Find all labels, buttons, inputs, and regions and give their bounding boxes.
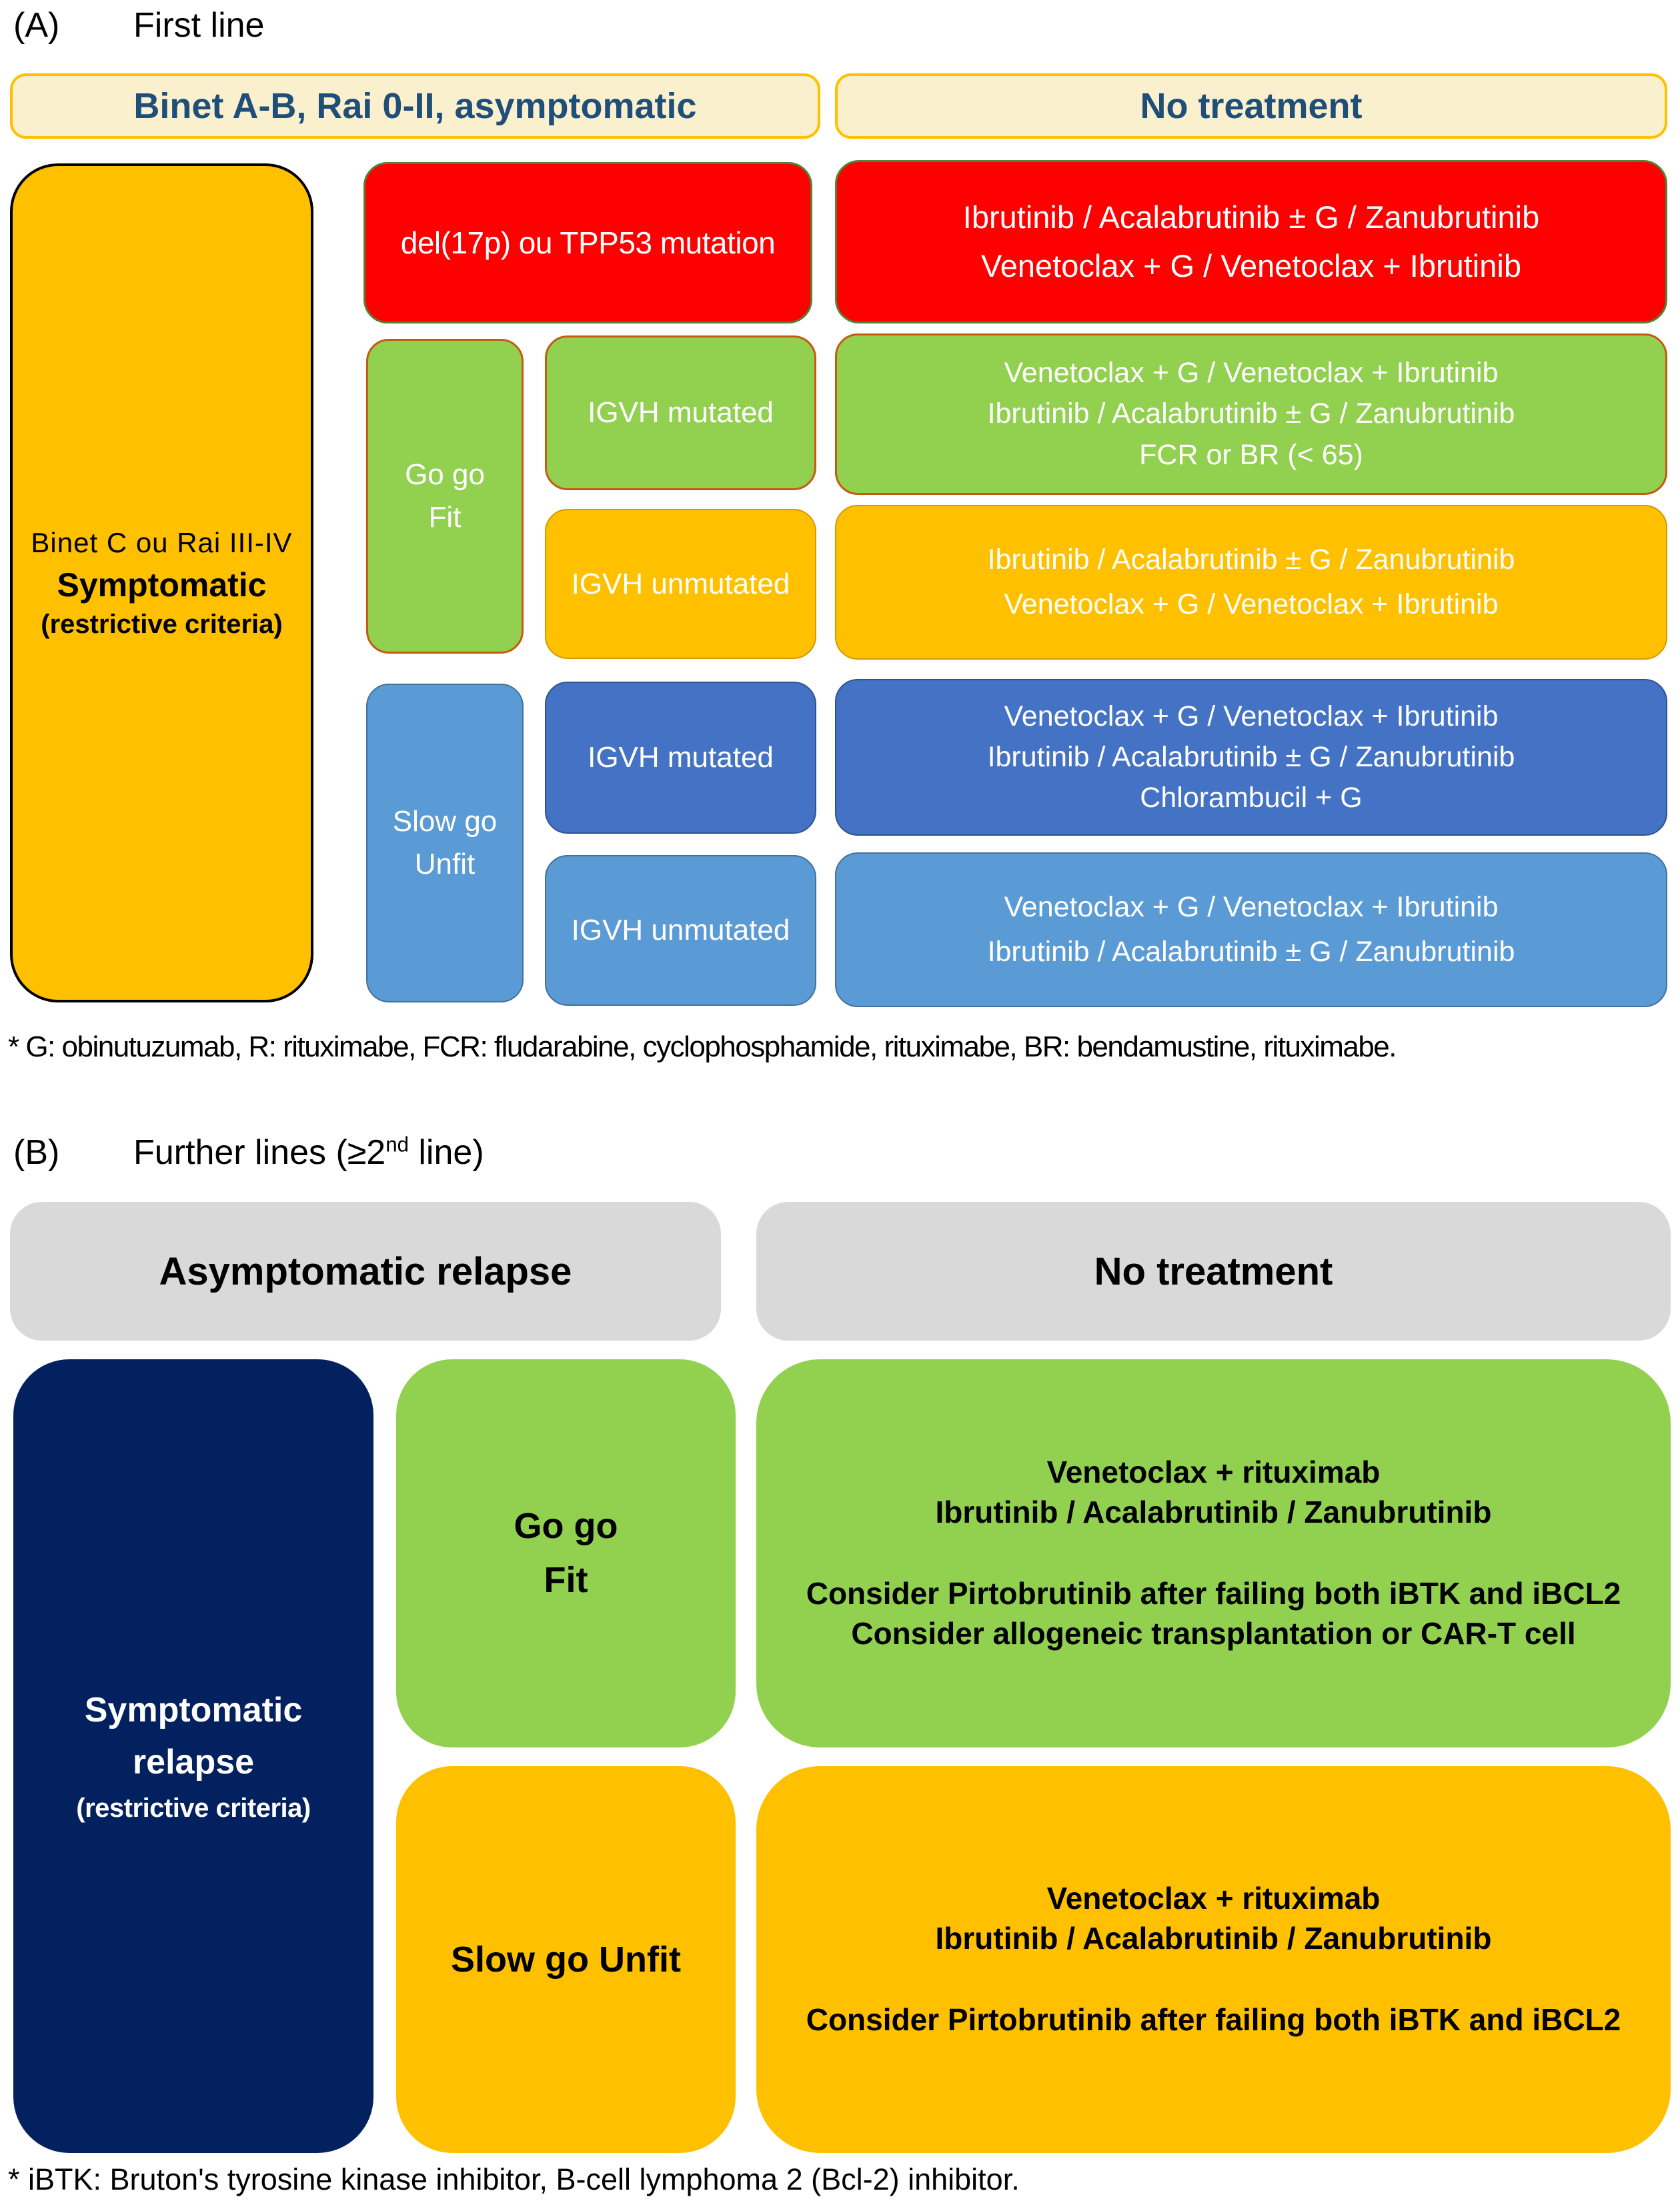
treatment-fit-mutated-line3: FCR or BR (< 65): [1139, 438, 1363, 471]
condition-fit-igvh-unmutated-text: IGVH unmutated: [571, 567, 790, 600]
treatment-relapse-fit: Venetoclax + rituximab Ibrutinib / Acala…: [756, 1359, 1671, 1747]
header-no-treatment-a-text: No treatment: [1140, 86, 1363, 126]
treatment-del17p-tp53: Ibrutinib / Acalabrutinib ± G / Zanubrut…: [835, 160, 1667, 323]
condition-fit-igvh-mutated: IGVH mutated: [545, 335, 816, 490]
header-binet-ab-text: Binet A-B, Rai 0-II, asymptomatic: [133, 86, 697, 126]
treatment-fit-igvh-unmutated: Ibrutinib / Acalabrutinib ± G / Zanubrut…: [835, 505, 1667, 660]
panel-b-title-suffix: line): [408, 1133, 484, 1172]
panel-a-title: First line: [133, 6, 265, 45]
stage-relapse-line2: relapse: [132, 1743, 255, 1781]
fitness-go-go-fit-a: Go go Fit: [366, 339, 524, 654]
treatment-unfit-unmutated-line1: Venetoclax + G / Venetoclax + Ibrutinib: [1004, 891, 1499, 924]
treatment-fit-mutated-line2: Ibrutinib / Acalabrutinib ± G / Zanubrut…: [987, 398, 1515, 430]
treatment-relapse-fit-line2: Ibrutinib / Acalabrutinib / Zanubrutinib: [935, 1495, 1492, 1530]
fitness-slow-go-unfit-a: Slow go Unfit: [366, 684, 524, 1002]
treatment-unfit-igvh-unmutated: Venetoclax + G / Venetoclax + Ibrutinib …: [835, 852, 1667, 1007]
condition-unfit-igvh-mutated-text: IGVH mutated: [588, 741, 774, 774]
fitness-go-go-b-line1: Go go: [514, 1506, 618, 1546]
condition-unfit-igvh-unmutated: IGVH unmutated: [545, 855, 816, 1006]
stage-box-binet-c: Binet C ou Rai III-IV Symptomatic (restr…: [10, 163, 313, 1002]
stage-relapse-line3: (restrictive criteria): [76, 1793, 311, 1823]
fitness-slow-go-unfit-b: Slow go Unfit: [396, 1766, 736, 2153]
fitness-slow-go-unfit-b-text: Slow go Unfit: [451, 1940, 681, 1980]
panel-b-title-superscript: nd: [385, 1133, 409, 1157]
panel-b-title-prefix: Further lines (≥2: [133, 1133, 386, 1172]
condition-del17p-tp53-text: del(17p) ou TPP53 mutation: [400, 225, 776, 260]
stage-binet-c-line2: Symptomatic: [57, 566, 267, 604]
treatment-relapse-unfit-line3: Consider Pirtobrutinib after failing bot…: [806, 2002, 1621, 2037]
condition-fit-igvh-mutated-text: IGVH mutated: [588, 396, 774, 429]
header-binet-ab-asymptomatic: Binet A-B, Rai 0-II, asymptomatic: [10, 73, 820, 139]
header-asymptomatic-relapse-text: Asymptomatic relapse: [159, 1249, 572, 1293]
treatment-del17p-line1: Ibrutinib / Acalabrutinib ± G / Zanubrut…: [962, 199, 1540, 235]
treatment-fit-unmutated-line1: Ibrutinib / Acalabrutinib ± G / Zanubrut…: [987, 544, 1515, 576]
header-no-treatment-b: No treatment: [756, 1202, 1671, 1341]
fitness-slow-go-line1: Slow go: [392, 805, 498, 838]
header-no-treatment-a: No treatment: [835, 73, 1667, 139]
treatment-relapse-fit-line3: Consider Pirtobrutinib after failing bot…: [806, 1576, 1621, 1611]
treatment-unfit-mutated-line1: Venetoclax + G / Venetoclax + Ibrutinib: [1004, 700, 1499, 732]
panel-b-label: (B): [13, 1133, 60, 1172]
treatment-fit-igvh-mutated: Venetoclax + G / Venetoclax + Ibrutinib …: [835, 333, 1667, 495]
treatment-unfit-mutated-line3: Chlorambucil + G: [1140, 782, 1363, 814]
condition-unfit-igvh-unmutated-text: IGVH unmutated: [571, 914, 790, 946]
footnote-panel-a: * G: obinutuzumab, R: rituximabe, FCR: f…: [8, 1030, 1397, 1063]
condition-del17p-tp53: del(17p) ou TPP53 mutation: [363, 162, 812, 323]
stage-binet-c-line3: (restrictive criteria): [41, 609, 283, 639]
treatment-relapse-unfit-line1: Venetoclax + rituximab: [1046, 1881, 1381, 1916]
treatment-unfit-mutated-line2: Ibrutinib / Acalabrutinib ± G / Zanubrut…: [987, 740, 1515, 773]
treatment-relapse-fit-line4: Consider allogeneic transplantation or C…: [851, 1615, 1576, 1651]
fitness-go-go-line2: Fit: [428, 501, 462, 534]
treatment-relapse-fit-line1: Venetoclax + rituximab: [1046, 1455, 1381, 1490]
panel-b-title: Further lines (≥2nd line): [133, 1133, 484, 1173]
stage-relapse-line1: Symptomatic: [84, 1691, 303, 1729]
fitness-slow-go-line2: Unfit: [414, 848, 476, 880]
treatment-relapse-unfit: Venetoclax + rituximab Ibrutinib / Acala…: [756, 1766, 1671, 2153]
condition-fit-igvh-unmutated: IGVH unmutated: [545, 509, 816, 659]
fitness-go-go-b-line2: Fit: [544, 1560, 588, 1600]
treatment-fit-unmutated-line2: Venetoclax + G / Venetoclax + Ibrutinib: [1004, 588, 1499, 620]
fitness-go-go-fit-b: Go go Fit: [396, 1359, 736, 1747]
footnote-panel-b: * iBTK: Bruton's tyrosine kinase inhibit…: [8, 2162, 1020, 2196]
treatment-fit-mutated-line1: Venetoclax + G / Venetoclax + Ibrutinib: [1004, 357, 1499, 390]
stage-box-symptomatic-relapse: Symptomatic relapse (restrictive criteri…: [13, 1359, 373, 2153]
treatment-unfit-igvh-mutated: Venetoclax + G / Venetoclax + Ibrutinib …: [835, 679, 1667, 836]
condition-unfit-igvh-mutated: IGVH mutated: [545, 682, 816, 834]
header-no-treatment-b-text: No treatment: [1094, 1249, 1333, 1293]
treatment-del17p-line2: Venetoclax + G / Venetoclax + Ibrutinib: [981, 247, 1521, 283]
fitness-go-go-line1: Go go: [405, 458, 485, 492]
panel-a-label: (A): [13, 6, 60, 45]
stage-binet-c-line1: Binet C ou Rai III-IV: [31, 526, 293, 558]
header-asymptomatic-relapse: Asymptomatic relapse: [10, 1202, 721, 1341]
treatment-relapse-unfit-line2: Ibrutinib / Acalabrutinib / Zanubrutinib: [935, 1921, 1492, 1956]
treatment-unfit-unmutated-line2: Ibrutinib / Acalabrutinib ± G / Zanubrut…: [987, 936, 1515, 968]
